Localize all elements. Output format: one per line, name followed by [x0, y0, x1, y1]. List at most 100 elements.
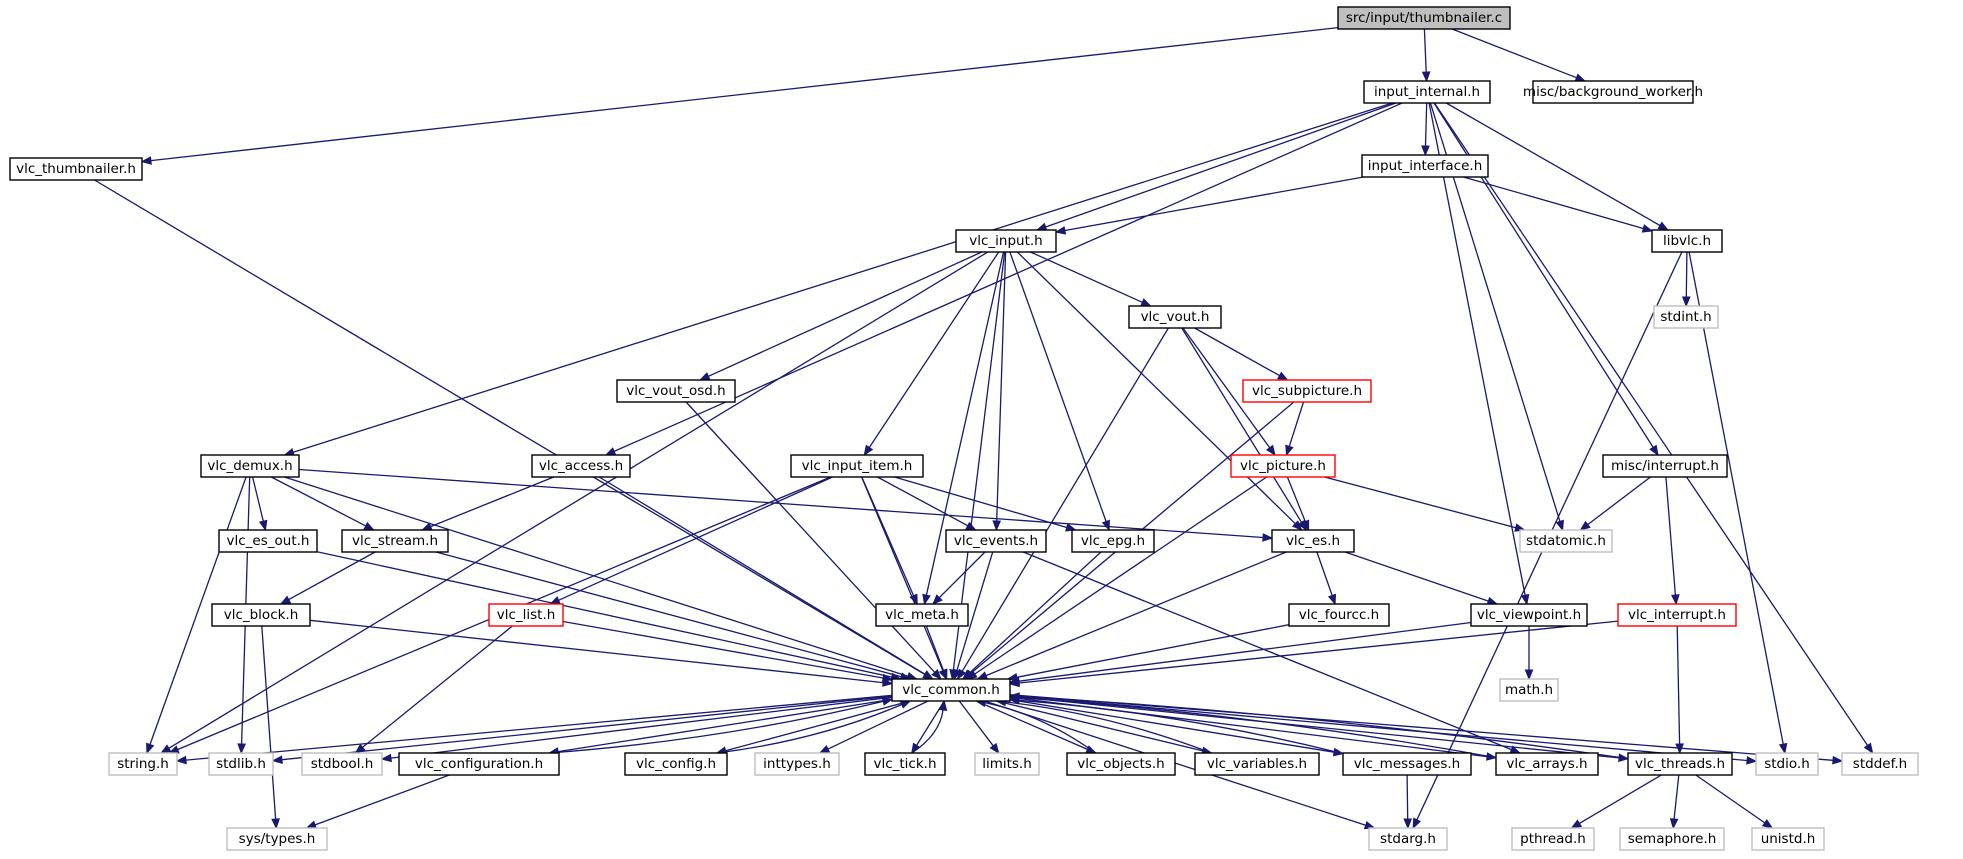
- node-background-worker[interactable]: misc/background_worker.h: [1523, 80, 1703, 104]
- edge-arrowhead: [931, 669, 942, 680]
- node-box: [531, 454, 631, 478]
- node-vlc-vout-osd[interactable]: vlc_vout_osd.h: [616, 379, 736, 403]
- edge-line: [1406, 774, 1409, 820]
- edge-input_internal-to-stddef: [1433, 102, 1874, 755]
- node-vlc-list[interactable]: vlc_list.h: [488, 603, 564, 627]
- edge-line: [598, 476, 926, 675]
- node-vlc-block[interactable]: vlc_block.h: [211, 603, 311, 627]
- node-label: vlc_demux.h: [207, 458, 292, 474]
- node-string: string.h: [108, 752, 178, 776]
- node-vlc-common[interactable]: vlc_common.h: [891, 678, 1011, 702]
- node-vlc-input-item[interactable]: vlc_input_item.h: [790, 454, 924, 478]
- node-label: vlc_picture.h: [1240, 458, 1326, 474]
- node-label: stdlib.h: [216, 756, 266, 772]
- edge-vlc_threads-to-semaphore: [1669, 774, 1680, 830]
- edge-line: [309, 619, 884, 684]
- edge-line: [1316, 551, 1333, 596]
- node-label: vlc_es.h: [1286, 533, 1340, 549]
- node-vlc-demux[interactable]: vlc_demux.h: [200, 454, 300, 478]
- edge-arrowhead: [271, 755, 283, 764]
- edge-line: [168, 251, 989, 749]
- node-vlc-es[interactable]: vlc_es.h: [1271, 529, 1355, 553]
- edge-thumbnailer_c-to-vlc_thumbnailer: [140, 26, 1339, 165]
- node-box: [754, 752, 840, 776]
- node-vlc-subpicture[interactable]: vlc_subpicture.h: [1242, 379, 1372, 403]
- edge-vlc_common-to-stdbool: [380, 696, 893, 763]
- node-box: [1495, 752, 1599, 776]
- node-vlc-viewpoint[interactable]: vlc_viewpoint.h: [1470, 603, 1588, 627]
- edge-line: [1445, 102, 1661, 227]
- node-stdlib: stdlib.h: [208, 752, 274, 776]
- node-vlc-configuration[interactable]: vlc_configuration.h: [398, 752, 560, 776]
- node-vlc-input[interactable]: vlc_input.h: [955, 229, 1057, 253]
- node-label: stddef.h: [1853, 756, 1907, 772]
- edge-arrowhead: [1649, 444, 1659, 457]
- node-vlc-access[interactable]: vlc_access.h: [531, 454, 631, 478]
- edge-arrowhead: [881, 697, 894, 706]
- node-vlc-messages[interactable]: vlc_messages.h: [1342, 752, 1472, 776]
- edge-arrowhead: [380, 753, 392, 763]
- node-vlc-tick[interactable]: vlc_tick.h: [864, 752, 946, 776]
- node-label: vlc_meta.h: [885, 607, 959, 623]
- edge-vlc_input_item-to-vlc_events: [877, 476, 977, 531]
- node-box: [1271, 529, 1355, 553]
- edge-arrowhead: [279, 595, 292, 605]
- node-input-internal[interactable]: input_internal.h: [1363, 80, 1491, 104]
- edge-arrowhead: [1008, 678, 1020, 688]
- node-vlc-epg[interactable]: vlc_epg.h: [1071, 529, 1155, 553]
- node-vlc-threads[interactable]: vlc_threads.h: [1627, 752, 1733, 776]
- edge-vlc_tick-to-vlc_common: [911, 699, 948, 754]
- node-vlc-thumbnailer[interactable]: vlc_thumbnailer.h: [9, 157, 143, 181]
- edge-vlc_meta-to-vlc_common: [925, 625, 948, 681]
- node-vlc-es-out[interactable]: vlc_es_out.h: [218, 529, 318, 553]
- edge-arrowhead: [1761, 819, 1774, 829]
- edge-arrowhead: [881, 673, 894, 683]
- node-vlc-config[interactable]: vlc_config.h: [624, 752, 728, 776]
- node-label: inttypes.h: [763, 756, 831, 772]
- edge-arrowhead: [939, 668, 948, 681]
- edge-vlc_vout-to-vlc_es: [1181, 327, 1307, 532]
- edge-arrowhead: [1101, 519, 1110, 532]
- edge-arrowhead: [932, 594, 943, 605]
- edge-line: [725, 700, 911, 752]
- edge-line: [911, 709, 944, 754]
- edge-vlc_es_out-to-vlc_common: [316, 551, 902, 682]
- node-semaphore: semaphore.h: [1619, 827, 1725, 851]
- node-vlc-meta[interactable]: vlc_meta.h: [875, 603, 969, 627]
- edge-arrowhead: [899, 700, 912, 709]
- node-vlc-stream[interactable]: vlc_stream.h: [341, 529, 449, 553]
- node-label: vlc_events.h: [954, 533, 1038, 549]
- node-box: [1361, 154, 1489, 178]
- node-vlc-picture[interactable]: vlc_picture.h: [1230, 454, 1336, 478]
- node-box: [1194, 752, 1320, 776]
- edge-line: [150, 26, 1339, 162]
- node-label: misc/interrupt.h: [1611, 458, 1719, 474]
- node-vlc-variables[interactable]: vlc_variables.h: [1194, 752, 1320, 776]
- edge-arrowhead: [363, 521, 375, 531]
- node-stdint: stdint.h: [1653, 305, 1719, 329]
- node-vlc-events[interactable]: vlc_events.h: [945, 529, 1047, 553]
- node-thumbnailer-c[interactable]: src/input/thumbnailer.c: [1337, 6, 1511, 30]
- edge-arrowhead: [1412, 817, 1422, 830]
- edge-arrowhead: [1778, 742, 1788, 755]
- node-libvlc[interactable]: libvlc.h: [1651, 229, 1723, 253]
- node-inttypes: inttypes.h: [754, 752, 840, 776]
- node-vlc-vout[interactable]: vlc_vout.h: [1128, 305, 1222, 329]
- node-vlc-arrays[interactable]: vlc_arrays.h: [1495, 752, 1599, 776]
- node-vlc-interrupt[interactable]: vlc_interrupt.h: [1617, 603, 1737, 627]
- edge-input_interface-to-vlc_input: [1054, 176, 1364, 235]
- edge-line: [314, 774, 450, 826]
- node-misc-interrupt[interactable]: misc/interrupt.h: [1602, 454, 1728, 478]
- edge-arrowhead: [1265, 444, 1276, 457]
- node-vlc-fourcc[interactable]: vlc_fourcc.h: [1288, 603, 1390, 627]
- edge-arrowhead: [1301, 519, 1310, 532]
- node-input-interface[interactable]: input_interface.h: [1361, 154, 1489, 178]
- edge-line: [1018, 699, 1344, 755]
- node-vlc-objects[interactable]: vlc_objects.h: [1066, 752, 1176, 776]
- edge-arrowhead: [1671, 594, 1680, 606]
- edge-line: [1009, 695, 1620, 759]
- edge-line: [1695, 774, 1766, 824]
- edge-line: [1016, 624, 1290, 678]
- edge-arrowhead: [1520, 593, 1530, 606]
- edge-vlc_interrupt-to-vlc_common: [1008, 620, 1619, 688]
